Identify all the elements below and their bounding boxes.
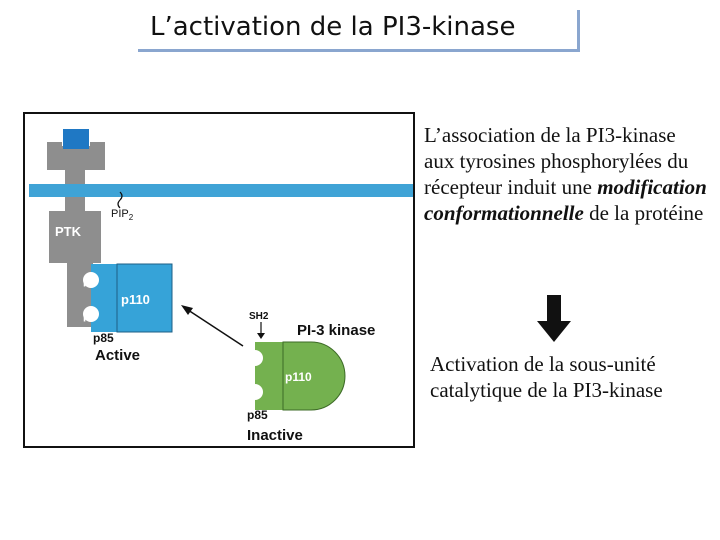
activation-arrow-head xyxy=(181,305,193,315)
receptor-transmembrane xyxy=(65,197,85,211)
ptk-label: PTK xyxy=(55,224,82,239)
inactive-p110 xyxy=(282,341,346,411)
pi3k-diagram: PTK pY pY PIP2 p110 p85 Active SH2 PI-3 … xyxy=(23,112,415,448)
sh2-arrow-head xyxy=(257,333,265,339)
para1-start: L’association de la PI3-kinase aux tyros… xyxy=(424,123,689,199)
active-p85-label: p85 xyxy=(93,331,114,345)
ptk-domain xyxy=(49,211,101,263)
inactive-p85 xyxy=(255,342,289,410)
para1-end: de la protéine xyxy=(583,201,704,225)
down-arrow-icon xyxy=(537,295,571,342)
inactive-p110-label: p110 xyxy=(285,370,312,384)
para1-emphasis: modification conformationnelle xyxy=(424,175,707,225)
slide-title: L’activation de la PI3-kinase xyxy=(150,12,516,42)
active-p110 xyxy=(116,263,173,333)
pi3k-diagram-svg: PTK pY pY PIP2 p110 p85 Active SH2 PI-3 … xyxy=(29,129,413,444)
inactive-p85-label: p85 xyxy=(247,408,268,422)
active-p110-label: p110 xyxy=(121,292,150,307)
sh2-pocket-1 xyxy=(83,272,99,288)
sh2-label: SH2 xyxy=(249,311,269,322)
active-label: Active xyxy=(95,347,140,364)
title-frame xyxy=(138,10,580,52)
inactive-sh2-pocket-1 xyxy=(247,350,263,366)
receptor-neck xyxy=(65,170,85,184)
inactive-sh2-pocket-2 xyxy=(247,384,263,400)
pi3kinase-label: PI-3 kinase xyxy=(297,322,375,339)
pip2-squiggle xyxy=(117,191,123,209)
activation-paragraph: Activation de la sous-unité catalytique … xyxy=(430,352,663,402)
association-paragraph: L’association de la PI3-kinase aux tyros… xyxy=(424,122,709,226)
ligand xyxy=(63,129,89,149)
activation-arrow-line xyxy=(184,307,244,347)
pip2-label: PIP2 xyxy=(111,208,134,222)
inactive-label: Inactive xyxy=(247,427,303,444)
cell-membrane xyxy=(29,184,413,197)
sh2-pocket-2 xyxy=(83,306,99,322)
